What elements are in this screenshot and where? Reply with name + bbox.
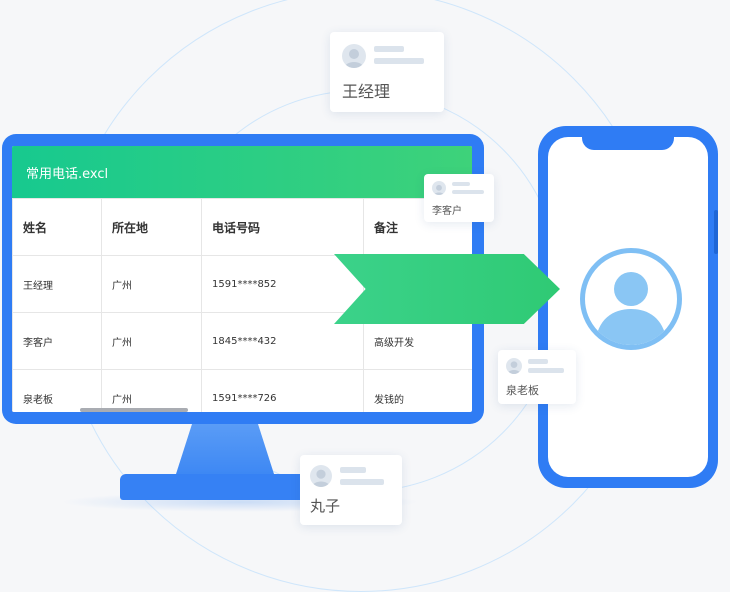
monitor-stand-base [120, 474, 330, 500]
spreadsheet-titlebar: 常用电话.excl [12, 146, 472, 198]
column-header-phone[interactable]: 电话号码 [201, 198, 364, 256]
placeholder-line [528, 368, 564, 373]
contact-avatar-icon [580, 248, 682, 350]
cell-name[interactable]: 李客户 [12, 312, 102, 370]
contact-card-bottom: 丸子 [300, 455, 402, 525]
contact-name: 丸子 [310, 497, 341, 515]
horizontal-scrollbar[interactable] [80, 408, 188, 412]
cell-name[interactable]: 王经理 [12, 255, 102, 313]
spreadsheet-filename: 常用电话.excl [26, 167, 109, 182]
contact-card-top: 王经理 [330, 32, 444, 112]
placeholder-line [452, 182, 470, 186]
contact-card-right-upper: 李客户 [424, 174, 494, 222]
placeholder-line [340, 479, 384, 485]
table-row[interactable]: 泉老板 广州 1591****726 发钱的 [12, 369, 472, 412]
user-avatar-icon [432, 181, 446, 195]
import-arrow-icon [334, 254, 560, 324]
contact-card-right-lower: 泉老板 [498, 350, 576, 404]
phone-side-button [714, 210, 718, 254]
cell-location[interactable]: 广州 [101, 255, 202, 313]
table-header-row: 姓名 所在地 电话号码 备注 [12, 198, 472, 256]
cell-location[interactable]: 广州 [101, 369, 202, 412]
contact-name: 李客户 [432, 206, 462, 217]
contact-name: 泉老板 [506, 384, 539, 397]
user-avatar-icon [310, 465, 332, 487]
placeholder-line [374, 46, 404, 52]
user-avatar-icon [342, 44, 366, 68]
cell-name[interactable]: 泉老板 [12, 369, 102, 412]
column-header-location[interactable]: 所在地 [101, 198, 202, 256]
monitor-stand-neck [174, 424, 276, 479]
placeholder-line [340, 467, 366, 473]
contact-name: 王经理 [342, 82, 391, 101]
cell-note[interactable]: 发钱的 [363, 369, 472, 412]
user-avatar-icon [506, 358, 522, 374]
placeholder-line [374, 58, 424, 64]
cell-phone[interactable]: 1591****852 [201, 255, 364, 313]
cell-phone[interactable]: 1591****726 [201, 369, 364, 412]
placeholder-line [528, 359, 548, 364]
column-header-name[interactable]: 姓名 [12, 198, 102, 256]
placeholder-line [452, 190, 484, 194]
cell-location[interactable]: 广州 [101, 312, 202, 370]
phone-notch [582, 132, 674, 150]
